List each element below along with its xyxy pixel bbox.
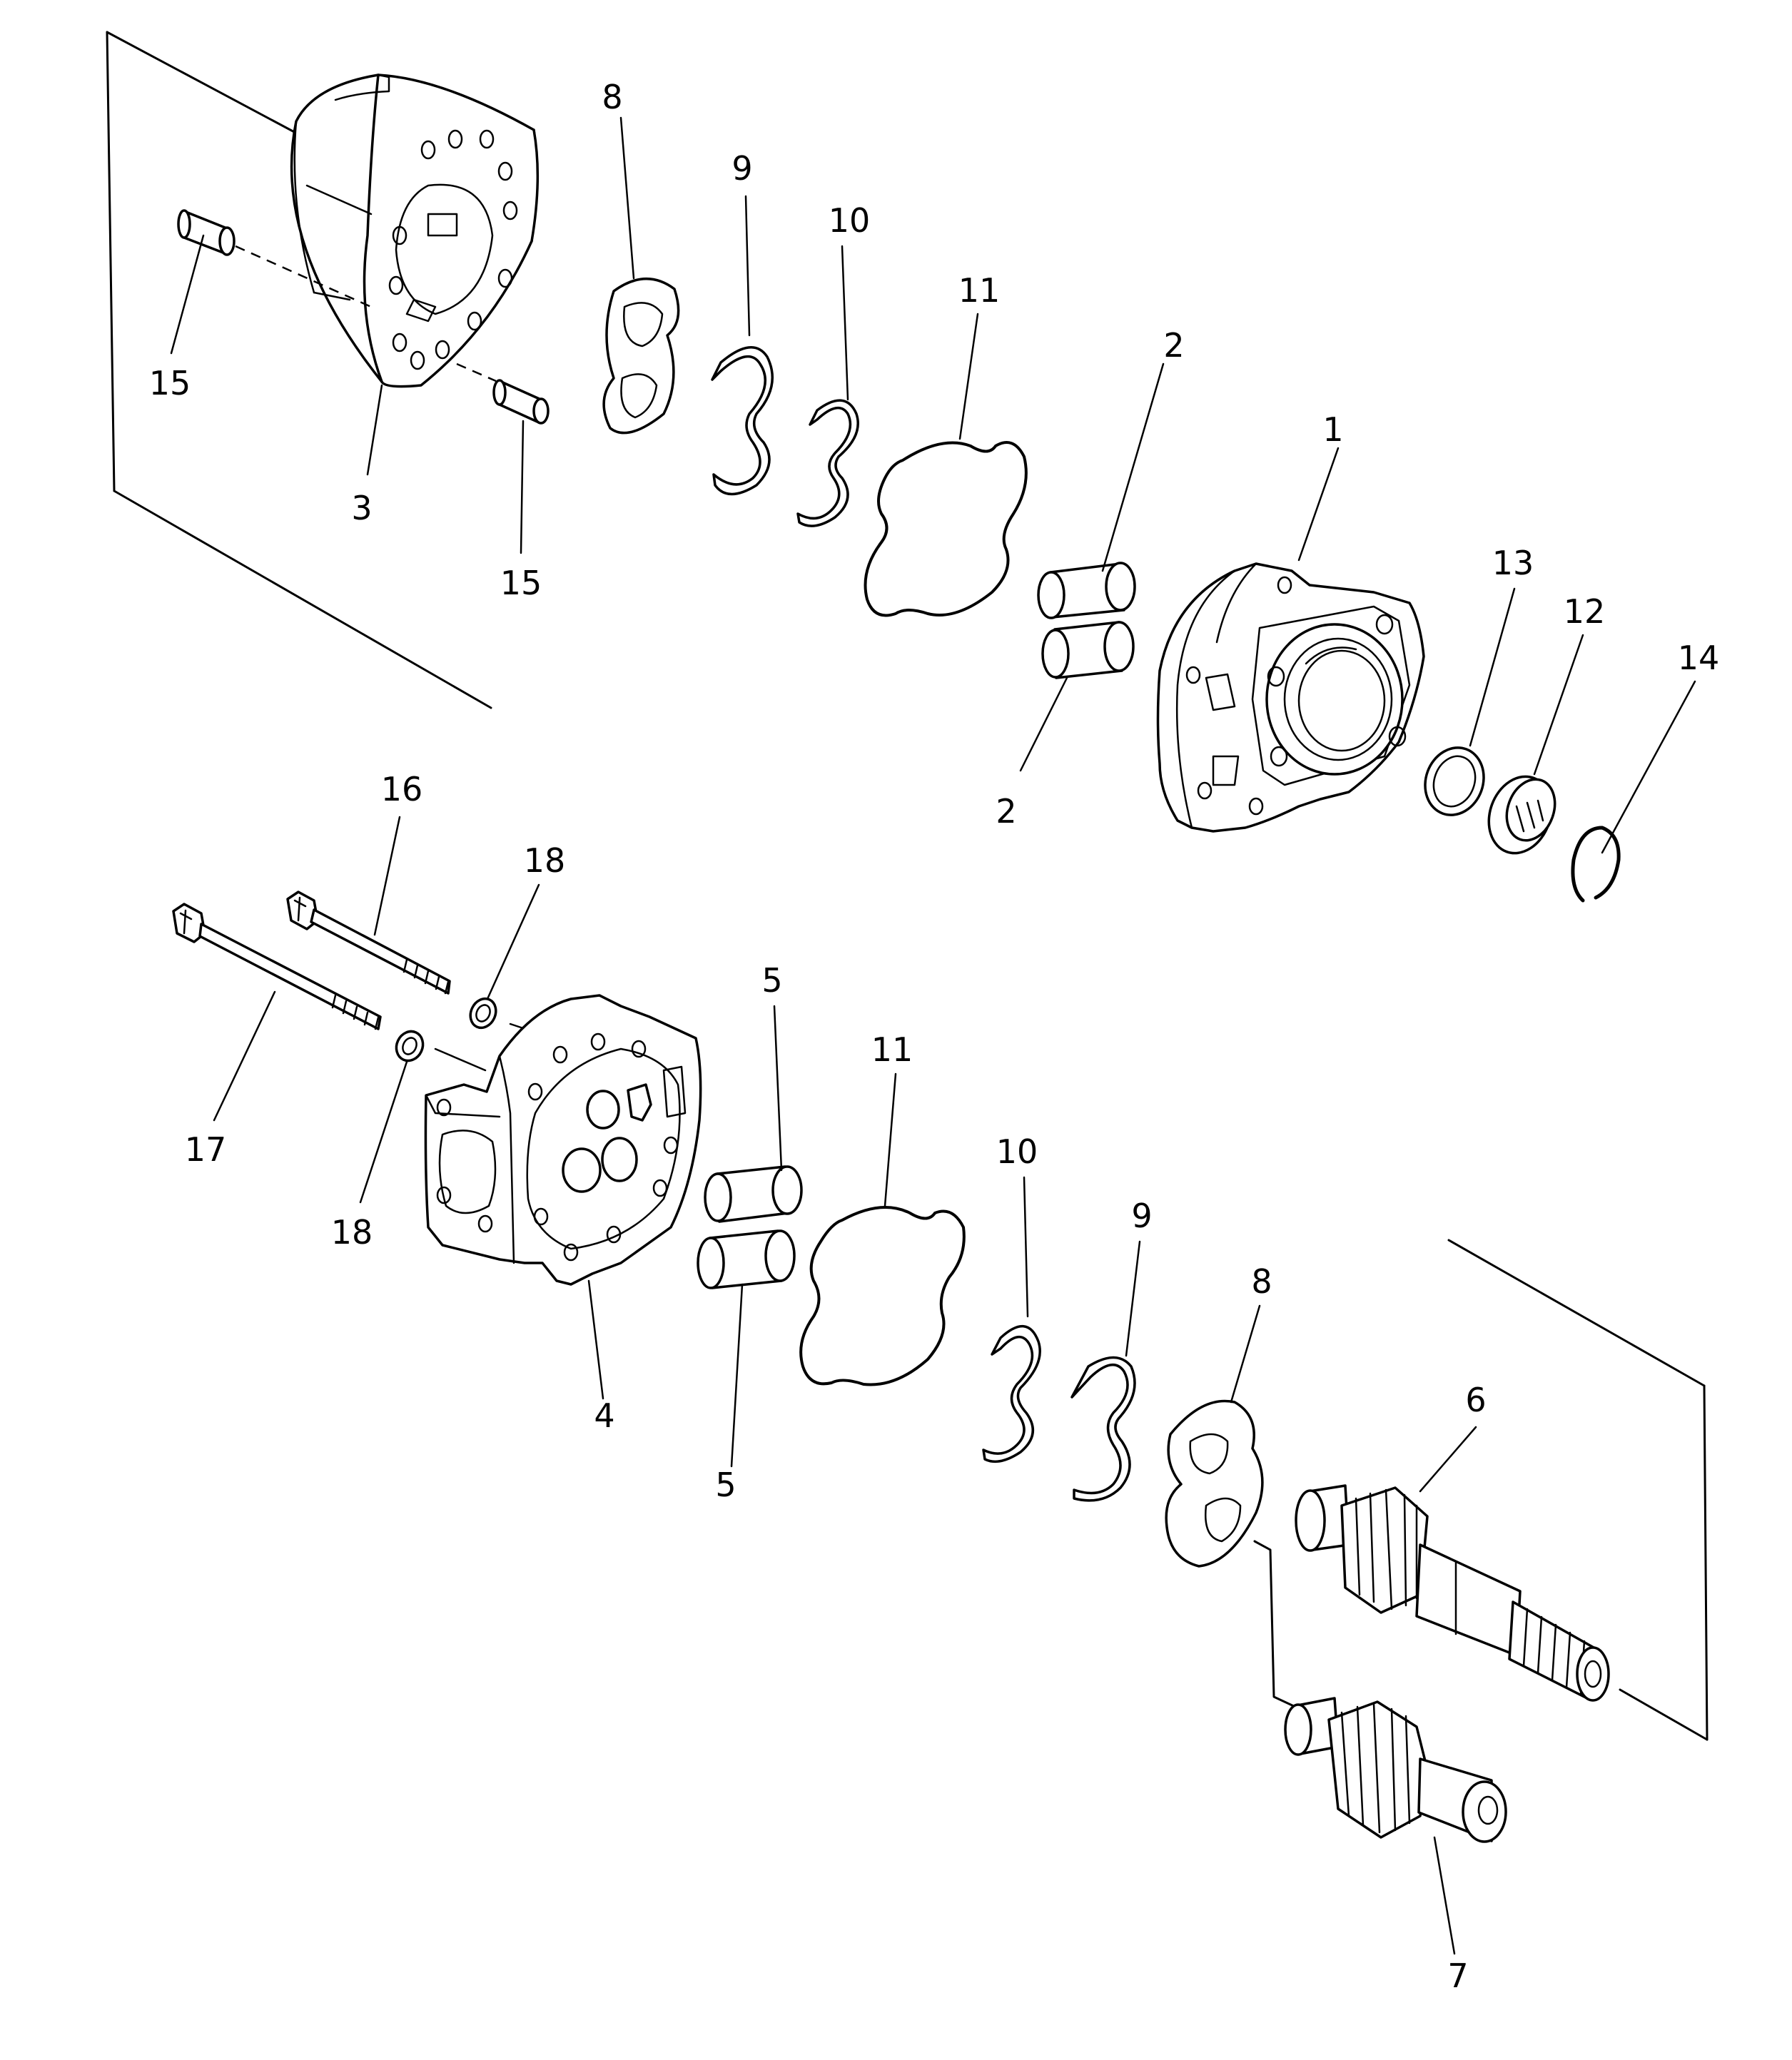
- part-10-seal-lower: [982, 1324, 1041, 1463]
- part-2-bushing-upper: [1037, 562, 1136, 619]
- part-7-driven-gear: [1284, 1697, 1507, 1843]
- callout-labels: 8 9 10 11 15 3 15 2 1 2 13 12 14 16 18 1…: [149, 78, 1720, 1995]
- assembly-frame-lines: [106, 31, 1709, 1741]
- part-9-backup-ring-lower: [1070, 1356, 1136, 1502]
- callout-16: 16: [381, 770, 423, 808]
- callout-14: 14: [1678, 639, 1720, 677]
- callout-18: 18: [524, 841, 566, 880]
- callout-2: 2: [1163, 326, 1184, 365]
- part-5-bushing-upper: [704, 1165, 803, 1223]
- callout-15: 15: [500, 564, 542, 602]
- callout-8: 8: [1251, 1262, 1272, 1301]
- part-16-long-bolt: [286, 891, 451, 995]
- callout-11: 11: [958, 271, 1001, 310]
- callout-17: 17: [185, 1130, 227, 1169]
- part-15-dowel-pin-right: [456, 362, 550, 425]
- part-11-gasket-lower: [799, 1206, 966, 1386]
- callout-15: 15: [149, 364, 191, 402]
- callout-10: 10: [996, 1132, 1038, 1171]
- callout-12: 12: [1564, 592, 1606, 631]
- part-6-drive-gear-shaft: [1295, 1484, 1610, 1702]
- cover-bolt-holes: [1185, 576, 1407, 816]
- case-bolt-holes: [388, 129, 518, 370]
- part-10-seal-upper: [796, 399, 859, 527]
- part-5-bushing-lower: [697, 1229, 796, 1289]
- part-13-washer: [1424, 746, 1485, 816]
- part-18-washer-upper: [469, 997, 497, 1030]
- callout-1: 1: [1322, 410, 1343, 449]
- callout-5: 5: [715, 1466, 736, 1504]
- part-1-front-cover: [1156, 562, 1425, 833]
- callout-9: 9: [732, 149, 752, 188]
- part-14-snap-ring: [1571, 826, 1621, 903]
- part-12-oil-seal: [1487, 775, 1556, 855]
- part-9-backup-ring-upper: [711, 346, 774, 496]
- part-18-washer-lower: [395, 1030, 425, 1062]
- callout-10: 10: [829, 201, 871, 240]
- part-11-gasket-upper: [864, 441, 1028, 617]
- part-15-dowel-pin-left: [177, 209, 372, 308]
- callout-8: 8: [602, 78, 622, 116]
- callout-18: 18: [331, 1213, 373, 1252]
- part-8-side-plate-lower: [1165, 1399, 1264, 1568]
- callout-9: 9: [1131, 1197, 1152, 1235]
- callout-5: 5: [761, 961, 782, 1000]
- callout-13: 13: [1492, 544, 1534, 582]
- part-4-rear-cover: [424, 994, 702, 1286]
- callout-4: 4: [594, 1396, 614, 1435]
- callout-11: 11: [871, 1030, 913, 1069]
- leader-lines: [170, 116, 1696, 1955]
- part-3-gear-case: [290, 73, 540, 388]
- part-8-side-plate-upper: [602, 278, 680, 435]
- callout-3: 3: [351, 489, 372, 527]
- rear-cover-bolt-holes: [436, 1032, 679, 1262]
- callout-7: 7: [1447, 1957, 1468, 1995]
- part-2-bushing-lower: [1041, 621, 1135, 679]
- part-17-long-bolt: [172, 903, 382, 1030]
- callout-6: 6: [1465, 1381, 1486, 1419]
- callout-2: 2: [996, 792, 1016, 831]
